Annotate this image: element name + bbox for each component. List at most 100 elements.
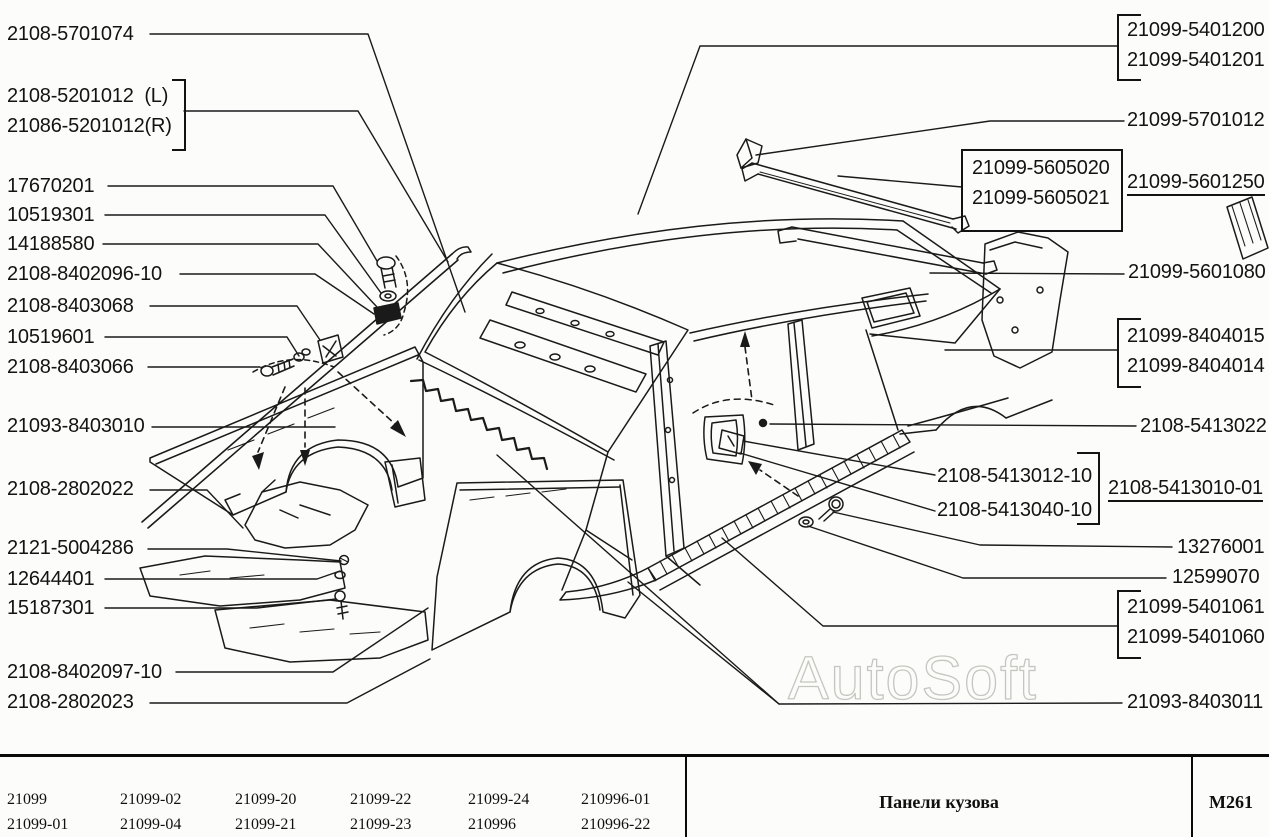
leader-15187301 [104,598,337,609]
part-label: 21086-5201012(R) [7,115,172,137]
leader-2802023 [149,658,431,704]
washer [379,290,397,302]
fastener-details [252,255,844,620]
striker-bolt-head [828,496,844,512]
group-bracket-5401200 [1117,14,1141,81]
rocker-sill [647,429,911,581]
roof-drip-rail-inner [693,300,927,342]
mud-shield-slots [179,570,265,579]
arrowhead [252,452,264,470]
bolt-head [376,256,396,270]
left-fender-arch-inner [285,446,393,493]
cowl-outer-edge [418,359,615,461]
leader-10519601 [104,336,300,357]
hinge-pillar-inner [657,343,675,552]
right-fender [431,479,641,651]
cowl-hole [605,330,615,338]
crossmember-ridge [759,171,951,224]
left-fender [149,346,424,516]
leader-5401200 [637,45,1119,215]
roof-drip-rail [689,293,929,334]
cage-nut [373,302,402,325]
part-label: 2108-8403066 [7,356,134,378]
diagram-artwork: AutoSoft [102,33,1269,713]
right-fender-rear-crease [619,484,634,596]
part-label: 2108-2802023 [7,691,134,713]
spot-weld [664,426,672,434]
leader-5413022 [769,423,1137,427]
rear-lower-edge [899,399,1053,435]
leader-5605020 [837,175,963,188]
part-label: 2108-8402096-10 [7,263,162,285]
cowl-slot [584,365,596,373]
part-label: 21099-5401061 [1127,596,1265,618]
splash-shield-detail [261,479,331,519]
part-label: 21093-8403010 [7,415,145,437]
bolt-shank [380,266,397,289]
car-body-shell [409,196,1269,601]
model-code: 210996 [468,816,516,833]
leader-13276001 [832,511,1173,548]
model-code: 21099-23 [350,816,412,833]
mud-shield-left [139,555,346,607]
roof-front-edge [496,218,904,264]
dashed-circle-arc [383,255,409,336]
cowl-slot [514,341,526,349]
roof-right-edge-inner [896,229,992,294]
sill-hatching [647,434,901,582]
cowl-hole [570,319,580,327]
part-label: 2108-2802022 [7,478,134,500]
part-label: 2108-8402097-10 [7,661,162,683]
leader-5401061 [721,537,1119,627]
bolt-head-small [334,590,346,602]
roof-front-edge-inner [502,227,898,274]
sill-front-end [559,567,657,601]
moulding-end-hook [451,246,472,260]
edge-sill-strip [1226,196,1269,260]
part-label: 21099-5605020 [972,157,1110,179]
leader-17670201 [107,185,378,262]
leader-5004286 [147,548,342,562]
b-pillar-inner [793,322,807,447]
striker-bolt-shank [818,508,835,522]
weld-seam-row [409,378,549,471]
model-code: 21099 [7,791,47,808]
cowl-side-part [384,457,426,508]
windshield-frame-lower [479,319,647,393]
left-fender-slots [227,407,335,451]
fender-bracket [317,334,344,364]
leader-8403068 [149,305,321,341]
sill-lower-line [659,451,915,591]
footer-divider [685,754,687,837]
part-label: 21099-5601080 [1128,261,1266,283]
leader-14188580 [102,243,378,308]
part-label: 15187301 [7,597,95,619]
leader-5701012 [755,120,1125,156]
bolt-thread [271,358,295,376]
dashed-arrow-shaft [257,386,286,453]
a-pillar-outer-edge [416,253,493,360]
lower-rail [791,226,987,275]
model-code: 21099-02 [120,791,182,808]
part-label: 10519601 [7,326,95,348]
part-label: 21099-8404014 [1127,355,1265,377]
spring-washer [293,352,305,362]
section-title: Панели кузова [879,792,999,812]
model-code: 21099-20 [235,791,297,808]
part-label: 14188580 [7,233,95,255]
rear-panel-hole [1011,326,1019,334]
right-fender-top-strip [459,486,621,491]
group-bracket-5201012 [172,79,186,151]
leader-5601080 [929,272,1125,275]
footer-divider [1191,754,1193,837]
group-bracket-5401061 [1117,590,1141,659]
part-label: 21099-5401200 [1127,19,1265,41]
part-label: 2108-5201012 (L) [7,85,169,107]
left-fender-top-strip [155,354,419,465]
windshield-aperture [424,262,689,453]
model-code: 21099-04 [120,816,182,833]
part-label: 12599070 [1172,566,1260,588]
rear-panel [981,231,1069,369]
striker-pin-dot [758,418,768,428]
